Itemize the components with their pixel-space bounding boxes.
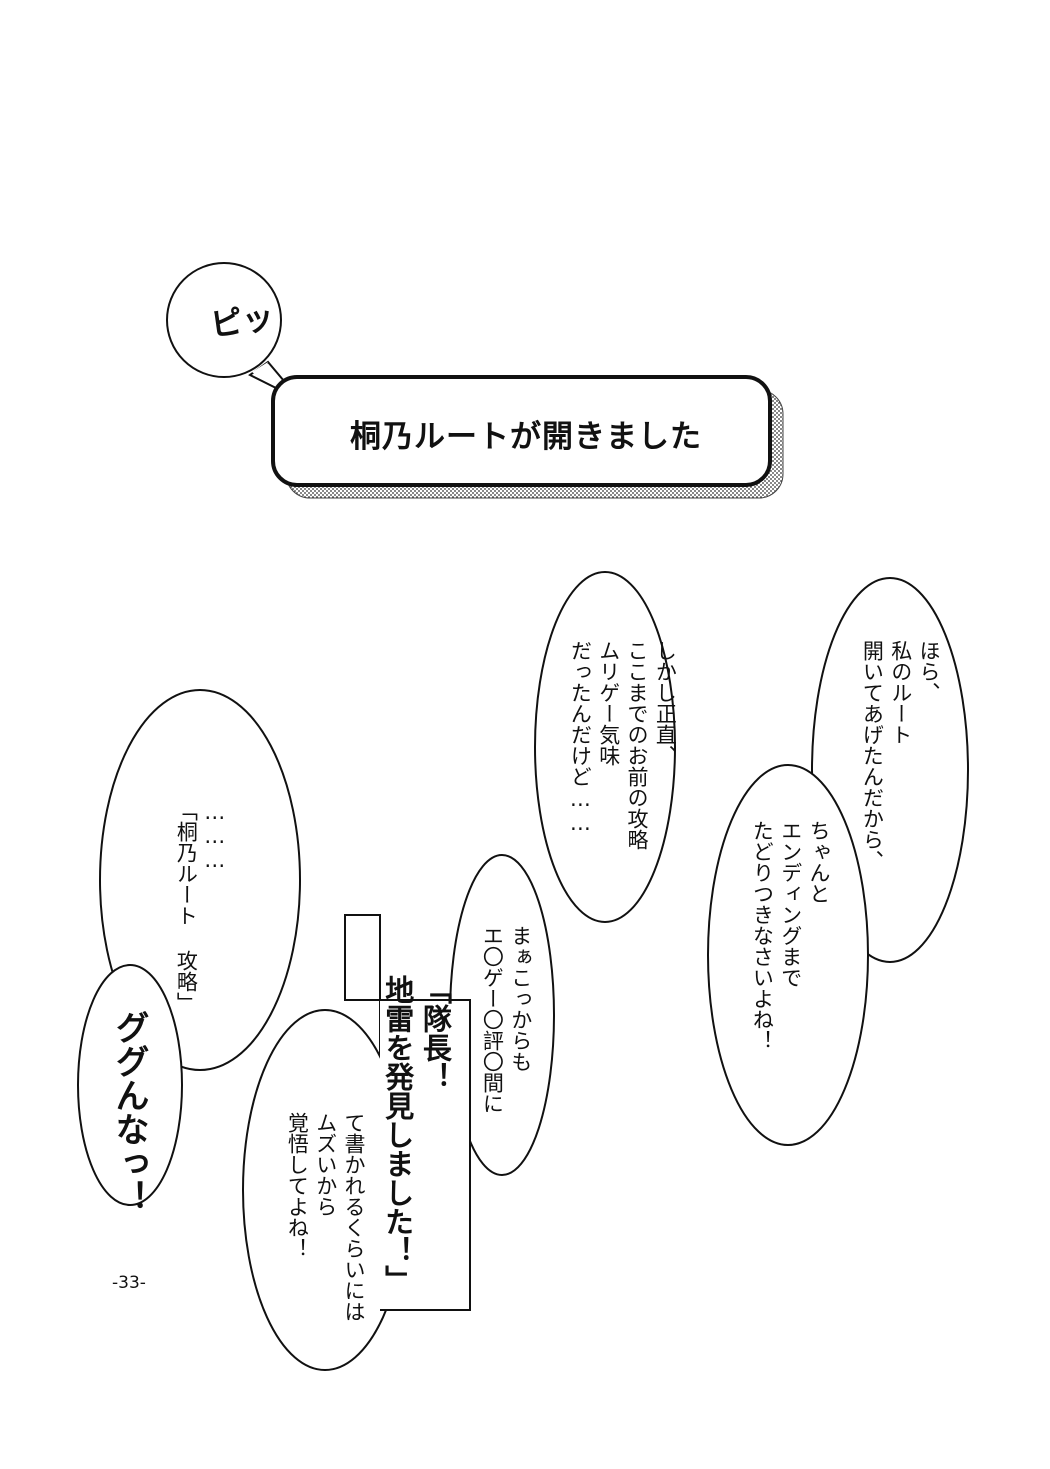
route-open-notification (271, 375, 784, 499)
sfx-beep-text: ピッ (207, 297, 277, 345)
reach-ending-text: ちゃんと エンディングまで たどりつきなさいよね！ (750, 820, 832, 1051)
bubble-honestly (534, 571, 676, 923)
page-number: -33- (112, 1273, 146, 1293)
sfx-gugun-text: ググんなっ！ (109, 1010, 149, 1214)
honestly-text: しかし正直、 ここまでのお前の攻略 ムリゲー気味 だったんだけど…… (568, 640, 678, 850)
be-ready-text: て書かれるくらいには ムズいから 覚悟してよね！ (285, 1112, 367, 1322)
notification-text: 桐乃ルートが開きました (350, 419, 702, 455)
mine-found-text: 「隊長！ 地雷を発見しました！」 (380, 975, 453, 1294)
sfx-gugun-bubble (77, 964, 183, 1206)
bubble-reach-ending (707, 764, 869, 1146)
kirino-route-open-text: ほら、 私のルート 開いてあげたんだから、 (860, 640, 942, 871)
from-here-text: まぁこっからも エ〇ゲー〇評〇間に (480, 925, 533, 1114)
ellipsis-route-text: ……… 「桐乃ルート 攻略」 (174, 800, 227, 1013)
